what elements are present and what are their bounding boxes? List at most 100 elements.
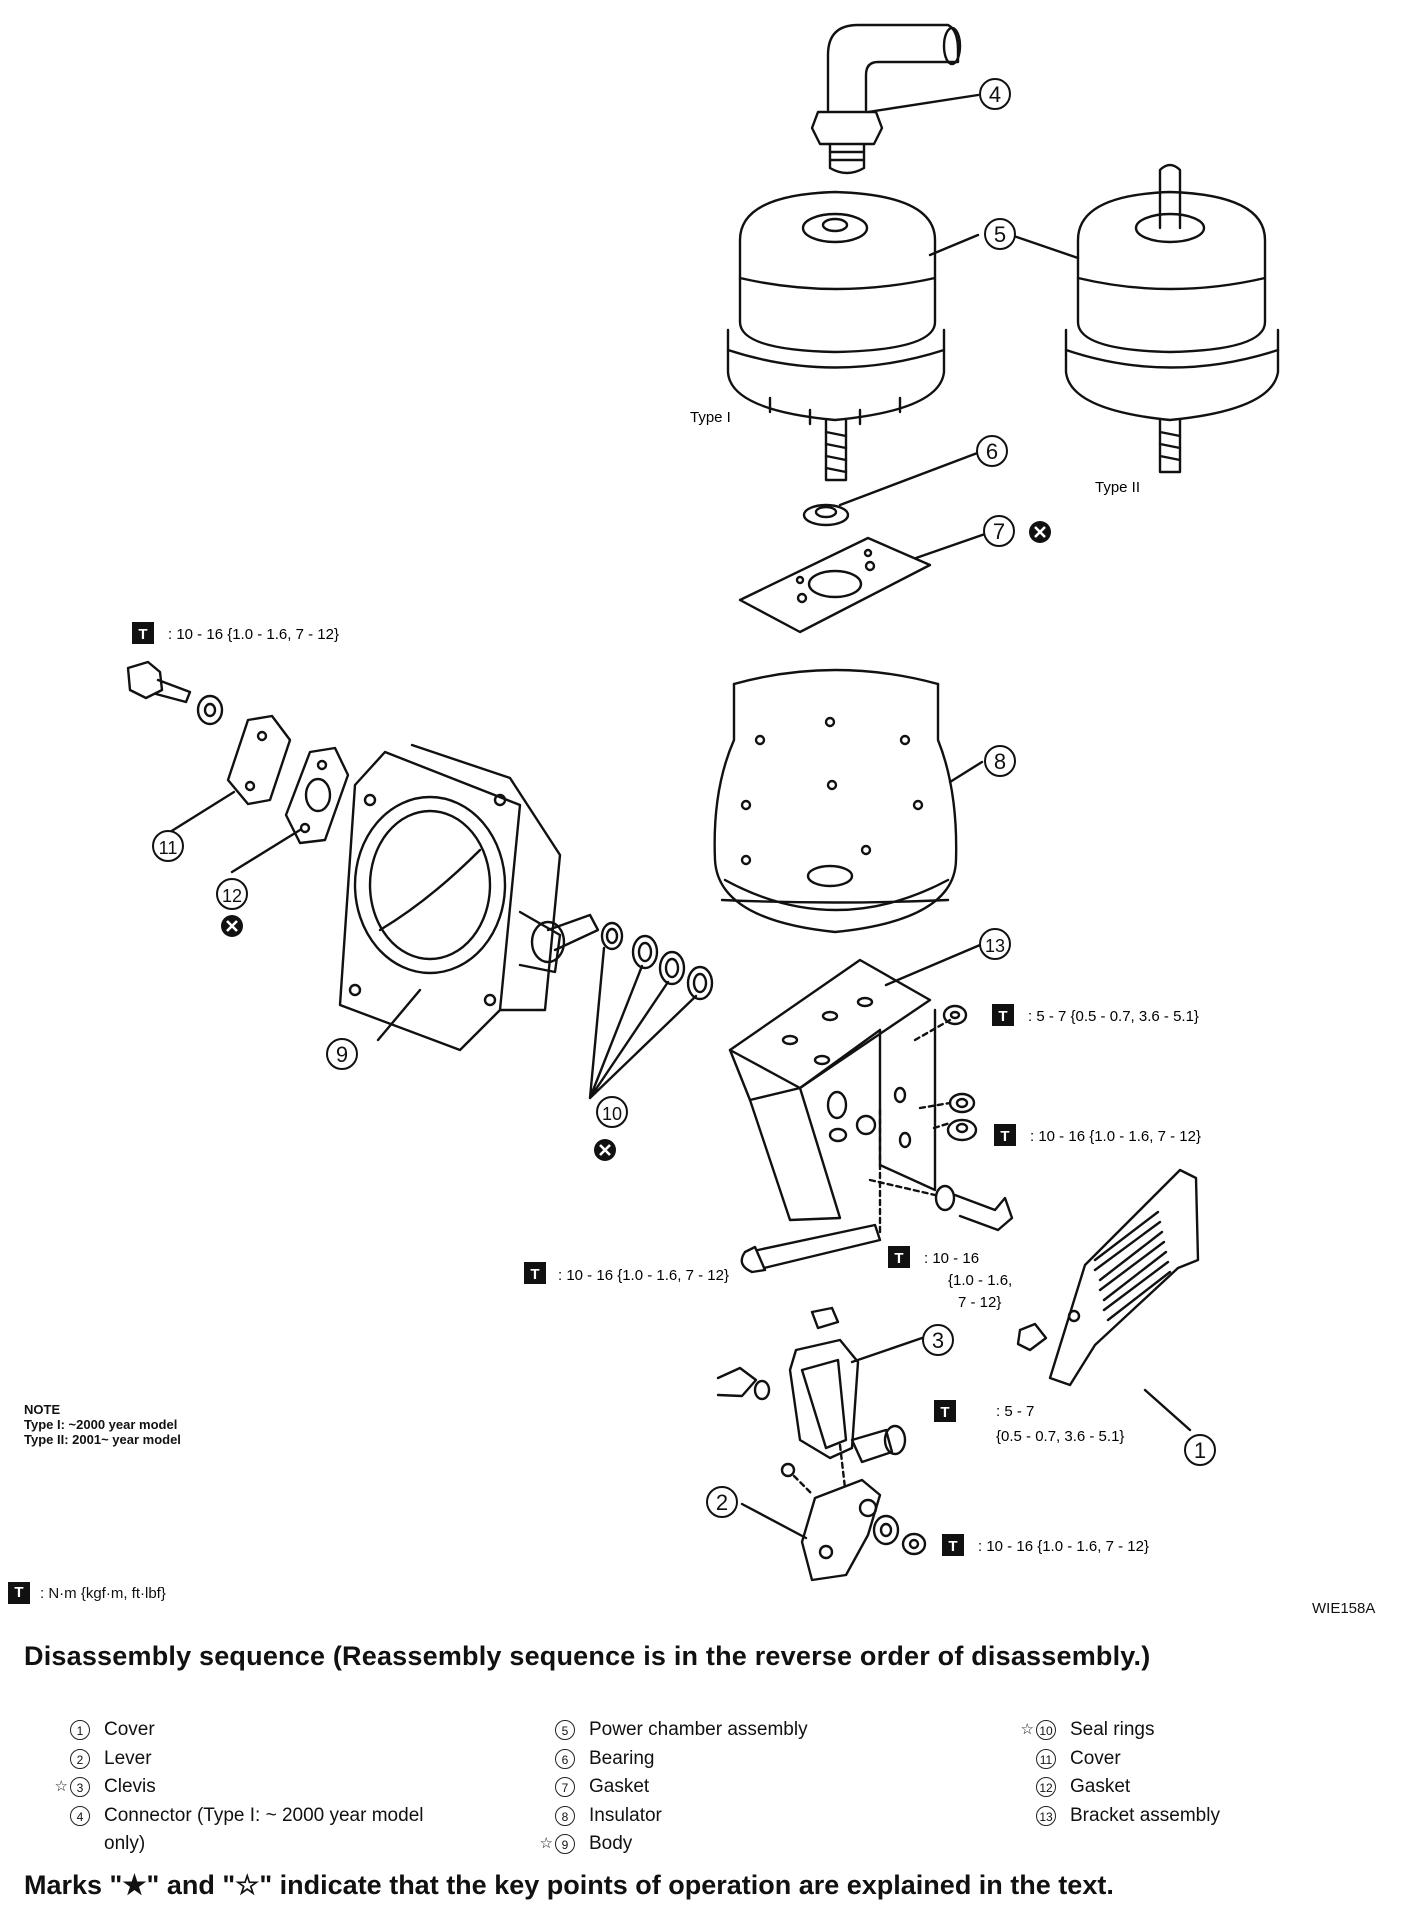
replace-mark-icon <box>1027 519 1053 545</box>
connector-part <box>810 23 962 175</box>
item-label: Body <box>589 1833 633 1854</box>
sequence-column-2: 5 Power chamber assembly 6 Bearing 7 Gasket… <box>540 1716 808 1859</box>
item-label: Insulator <box>589 1804 662 1826</box>
torque-icon <box>888 1246 910 1268</box>
torque-icon <box>934 1400 956 1422</box>
type-note: NOTE Type I: ~2000 year model Type II: 2… <box>24 1402 181 1447</box>
note-line1: Type I: ~2000 year model <box>24 1417 178 1432</box>
seal-rings <box>600 921 714 1001</box>
sequence-heading: Disassembly sequence (Reassembly sequenc… <box>24 1641 1151 1671</box>
callout-11 <box>152 830 184 862</box>
item-number: 13 <box>1036 1805 1056 1826</box>
callout-2 <box>706 1486 738 1518</box>
star-mark: ☆ <box>539 1835 553 1852</box>
sequence-item: 6 Bearing <box>555 1745 808 1774</box>
callout-12 <box>216 878 248 910</box>
gasket-12 <box>284 746 350 845</box>
svg-text:12: 12 <box>222 886 242 906</box>
callout-4 <box>979 78 1011 110</box>
torque-icon <box>132 622 154 644</box>
cover-part <box>1048 1168 1200 1387</box>
callout-6 <box>976 435 1008 467</box>
item-label: Connector (Type I: ~ 2000 year model onl… <box>104 1804 424 1854</box>
replace-mark-icon <box>592 1137 618 1163</box>
replace-mark-icon <box>219 913 245 939</box>
sequence-item: 7 Gasket <box>555 1773 808 1802</box>
power-chamber-type2 <box>1064 163 1280 474</box>
callout-9 <box>326 1038 358 1070</box>
svg-text:13: 13 <box>985 936 1005 956</box>
note-title: NOTE <box>24 1402 61 1417</box>
units-legend: T : N·m {kgf·m, ft·lbf} <box>8 1582 166 1604</box>
callout-13 <box>979 928 1011 960</box>
torque-spec-4: : 10 - 16 {1.0 - 1.6, 7 - 12} <box>558 1267 729 1284</box>
torque-spec-3: : 10 - 16 {1.0 - 1.6, 7 - 12} <box>1030 1128 1201 1145</box>
torque-spec-5-line3: 7 - 12} <box>958 1294 1001 1311</box>
item-number: 2 <box>70 1748 90 1769</box>
item-number: 10 <box>1036 1720 1056 1740</box>
item-label: Bracket assembly <box>1070 1804 1220 1826</box>
svg-text:1: 1 <box>1194 1438 1206 1463</box>
svg-text:2: 2 <box>716 1490 728 1515</box>
item-label: Gasket <box>589 1776 650 1797</box>
sequence-item: ☆10 Seal rings <box>1021 1716 1220 1745</box>
torque-spec-5-line2: {1.0 - 1.6, <box>948 1272 1012 1289</box>
svg-text:9: 9 <box>336 1042 348 1067</box>
item-number: 6 <box>555 1748 575 1769</box>
figure-code: WIE158A <box>1312 1600 1376 1617</box>
svg-text:3: 3 <box>932 1328 944 1353</box>
item-number: 4 <box>70 1805 90 1826</box>
callout-3 <box>922 1324 954 1356</box>
svg-text:5: 5 <box>994 222 1006 247</box>
svg-text:6: 6 <box>986 439 998 464</box>
callout-10 <box>596 1096 628 1128</box>
insulator-part <box>713 668 958 934</box>
torque-spec-2: : 5 - 7 {0.5 - 0.7, 3.6 - 5.1} <box>1028 1008 1199 1025</box>
svg-text:11: 11 <box>159 838 178 858</box>
torque-icon: T <box>8 1582 30 1604</box>
bearing-part <box>802 503 850 527</box>
sequence-item: 4 Connector (Type I: ~ 2000 year model on… <box>70 1802 424 1858</box>
type1-label: Type I <box>690 409 731 426</box>
power-chamber-type1 <box>726 190 946 482</box>
item-label: Clevis <box>104 1776 156 1797</box>
item-label: Seal rings <box>1070 1719 1155 1740</box>
sequence-item: 5 Power chamber assembly <box>555 1716 808 1745</box>
item-number: 1 <box>70 1720 90 1740</box>
star-mark: ☆ <box>54 1778 68 1795</box>
item-label: Power chamber assembly <box>589 1719 808 1740</box>
callout-8 <box>984 745 1016 777</box>
item-number: 5 <box>555 1720 575 1740</box>
sequence-item: ☆9 Body <box>540 1830 808 1859</box>
sequence-item: ☆3 Clevis <box>55 1773 424 1802</box>
type2-label: Type II <box>1095 479 1140 496</box>
torque-icon <box>524 1262 546 1284</box>
item-number: 9 <box>555 1834 575 1854</box>
star-mark: ☆ <box>1020 1721 1034 1738</box>
throttle-body <box>338 743 600 1052</box>
item-label: Cover <box>1070 1747 1121 1769</box>
exploded-view-diagram: T <box>126 23 1280 1582</box>
marks-explanation: Marks "★" and "☆" indicate that the key … <box>24 1870 1114 1900</box>
callout-7 <box>983 515 1015 547</box>
callout-1 <box>1184 1434 1216 1466</box>
torque-icon <box>992 1004 1014 1026</box>
item-number: 11 <box>1036 1748 1056 1769</box>
item-label: Lever <box>104 1747 152 1769</box>
torque-spec-6-line2: {0.5 - 0.7, 3.6 - 5.1} <box>996 1428 1124 1445</box>
item-label: Bearing <box>589 1747 655 1769</box>
svg-text:8: 8 <box>994 749 1006 774</box>
svg-text:10: 10 <box>602 1104 622 1124</box>
torque-icon <box>994 1124 1016 1146</box>
item-number: 7 <box>555 1777 575 1797</box>
note-line2: Type II: 2001~ year model <box>24 1432 181 1447</box>
svg-text:4: 4 <box>989 82 1001 107</box>
cover-11 <box>226 714 292 806</box>
sequence-item: 11 Cover <box>1036 1745 1220 1774</box>
item-number: 3 <box>70 1777 90 1797</box>
